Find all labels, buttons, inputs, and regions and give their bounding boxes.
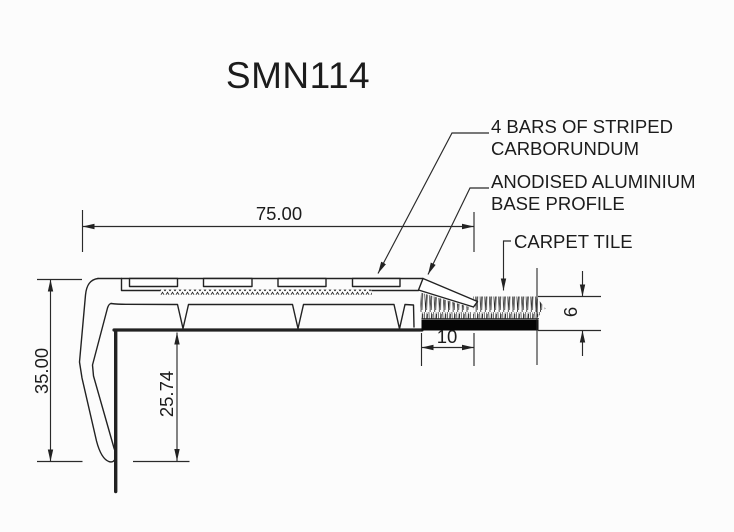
base-angle-thick-lines — [112, 328, 424, 494]
carpet-pile-hatch-left — [420, 292, 471, 319]
dim-overall-width-label: 75.00 — [256, 203, 302, 224]
carpet-tile-section — [417, 268, 546, 365]
note-carborundum-line2: CARBORUNDUM — [491, 138, 639, 159]
leader-base-profile — [427, 187, 489, 275]
stair-nosing-profile — [78, 277, 424, 494]
carpet-ramp-lip — [417, 277, 479, 308]
leader-carborundum — [377, 132, 489, 274]
carborundum-bar — [128, 277, 179, 288]
dim-riser-inner-height-label: 25.74 — [156, 371, 177, 417]
dim-carpet-recess-width — [420, 333, 475, 366]
carborundum-bar — [277, 277, 327, 288]
profile-channel-end-cap — [120, 277, 420, 292]
dim-overall-height-label: 35.00 — [31, 348, 52, 394]
dim-carpet-thickness — [538, 271, 601, 356]
carpet-backing-bar — [421, 319, 539, 331]
carborundum-bar — [351, 277, 401, 288]
note-carborundum-line1: 4 BARS OF STRIPED — [491, 116, 673, 137]
profile-nose-bulb — [78, 277, 117, 463]
dim-overall-height — [37, 278, 83, 463]
knurl-band — [160, 289, 372, 295]
dim-overall-width — [81, 210, 475, 252]
note-aluminium-line2: BASE PROFILE — [491, 193, 625, 214]
carborundum-bar — [202, 277, 253, 288]
dim-carpet-recess-width-label: 10 — [437, 326, 458, 347]
note-carpet-tile: CARPET TILE — [514, 231, 633, 252]
carpet-pile-hatch-right — [473, 296, 546, 319]
dim-carpet-thickness-label: 6 — [560, 307, 581, 317]
leader-carpet-tile — [500, 240, 511, 291]
note-aluminium-line1: ANODISED ALUMINIUM — [491, 171, 696, 192]
dim-riser-inner-height — [133, 332, 190, 463]
drawing-title: SMN114 — [226, 55, 370, 96]
profile-underside — [110, 302, 415, 330]
